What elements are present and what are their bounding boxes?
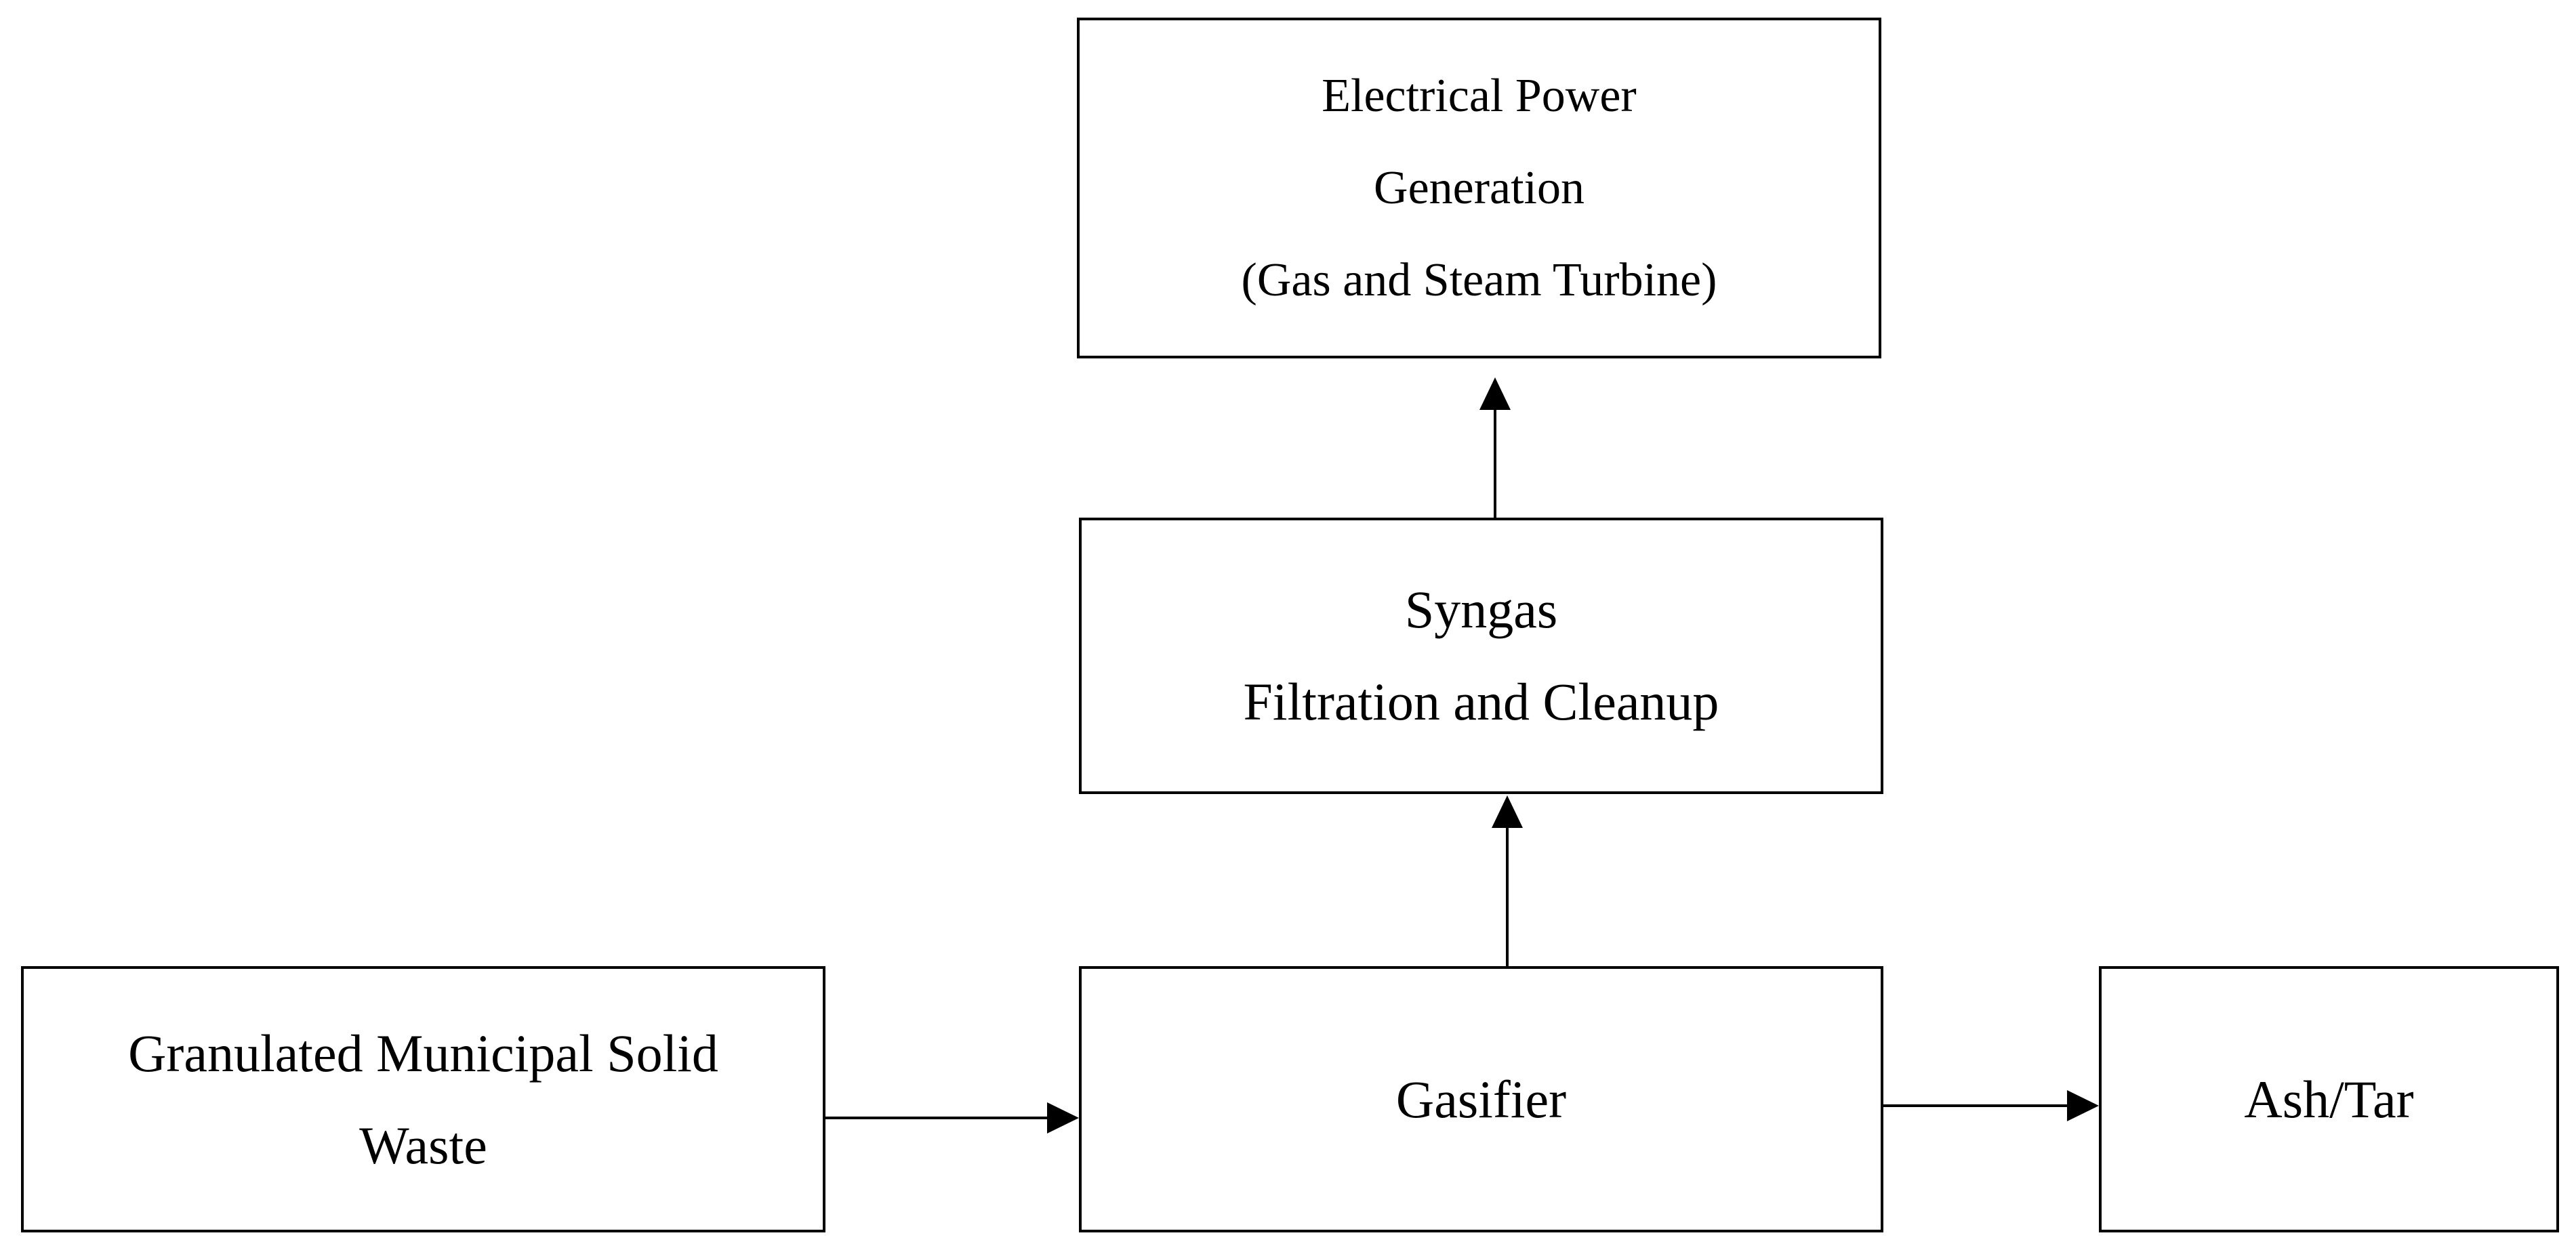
msw-input-box: Granulated Municipal Solid Waste — [21, 966, 825, 1232]
syngas-cleanup-label-line-1: Syngas — [1404, 580, 1558, 639]
arrow-gasifier-to-ash-tar — [1883, 1090, 2099, 1121]
arrow-gasifier-to-syngas — [1492, 795, 1523, 966]
power-generation-label-line-1: Electrical Power — [1322, 69, 1637, 122]
gasifier-box: Gasifier — [1079, 966, 1883, 1232]
power-generation-box: Electrical Power Generation (Gas and Ste… — [1077, 18, 1881, 358]
gasifier-label: Gasifier — [1395, 1069, 1567, 1129]
msw-input-label-line-2: Waste — [359, 1115, 487, 1175]
arrow-syngas-to-power — [1479, 377, 1511, 518]
syngas-cleanup-label-line-2: Filtration and Cleanup — [1243, 672, 1719, 731]
arrow-msw-to-gasifier — [825, 1102, 1079, 1133]
power-generation-label-line-2: Generation — [1374, 161, 1585, 214]
ash-tar-box: Ash/Tar — [2099, 966, 2559, 1232]
ash-tar-label: Ash/Tar — [2244, 1069, 2414, 1129]
msw-input-label-line-1: Granulated Municipal Solid — [128, 1023, 718, 1083]
power-generation-label-line-3: (Gas and Steam Turbine) — [1241, 253, 1717, 306]
syngas-cleanup-box: Syngas Filtration and Cleanup — [1079, 518, 1883, 794]
